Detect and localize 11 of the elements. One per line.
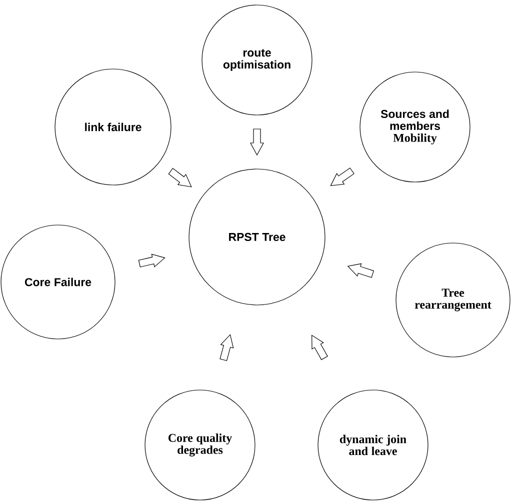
- circle-node: route optimisation: [202, 4, 312, 116]
- block-arrow: [330, 168, 354, 186]
- block-arrow: [250, 128, 264, 156]
- circle-node: Sources and members Mobility: [360, 72, 470, 182]
- circle-node: dynamic join and leave: [318, 390, 428, 500]
- circle-node: Core Failure: [0, 224, 116, 340]
- circle-node: link failure: [54, 68, 172, 186]
- circle-node: RPST Tree: [188, 168, 326, 306]
- circle-node: Core quality degrades: [144, 390, 256, 500]
- circle-node: Tree rearrangement: [396, 242, 510, 358]
- block-arrow: [138, 254, 166, 268]
